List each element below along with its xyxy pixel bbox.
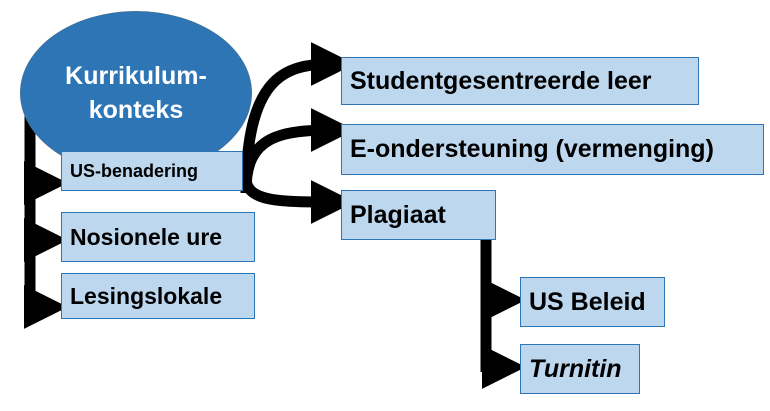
box-us-benadering: US-benadering	[61, 151, 243, 191]
box-turnitin-label: Turnitin	[529, 354, 622, 383]
box-plagiaat: Plagiaat	[341, 190, 496, 240]
arrow-to-plagiaat	[240, 177, 355, 224]
box-lesingslokale-label: Lesingslokale	[70, 282, 223, 309]
box-us-beleid-label: US Beleid	[529, 287, 646, 316]
box-e-ondersteuning-label: E-ondersteuning (vermenging)	[350, 135, 714, 163]
root-title-line2: konteks	[88, 96, 184, 124]
box-us-beleid: US Beleid	[520, 277, 665, 327]
root-title-line1: Kurrikulum-	[65, 62, 207, 90]
box-studentgesentreerde-leer-label: Studentgesentreerde leer	[350, 66, 652, 95]
box-plagiaat-label: Plagiaat	[350, 200, 446, 229]
box-lesingslokale: Lesingslokale	[61, 273, 255, 319]
box-us-benadering-label: US-benadering	[70, 160, 199, 181]
box-e-ondersteuning: E-ondersteuning (vermenging)	[341, 124, 764, 175]
box-studentgesentreerde-leer: Studentgesentreerde leer	[341, 57, 699, 105]
arrow-to-studentgesentreerde-leer	[240, 42, 355, 194]
arrow-to-e-ondersteuning	[240, 108, 355, 191]
box-turnitin: Turnitin	[520, 344, 640, 394]
box-nosionele-ure-label: Nosionele ure	[70, 223, 223, 250]
box-nosionele-ure: Nosionele ure	[61, 212, 255, 262]
